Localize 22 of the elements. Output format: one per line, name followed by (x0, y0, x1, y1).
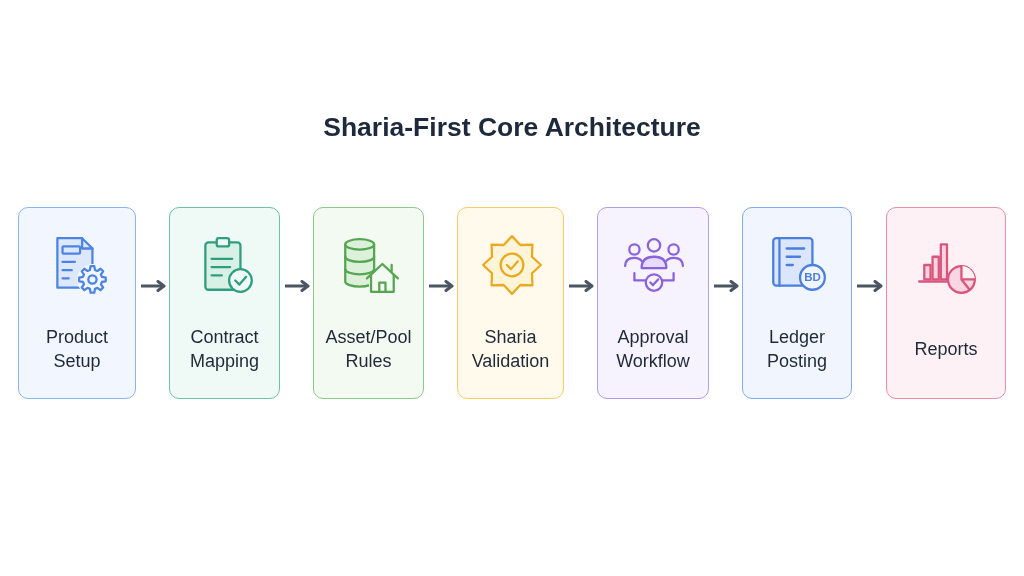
process-card (18, 207, 136, 399)
diagram-title: Sharia-First Core Architecture (323, 111, 701, 143)
step-label: Approval Workflow (615, 326, 691, 373)
process-card (313, 207, 424, 399)
process-card (886, 207, 1006, 399)
currency-code: BD (804, 270, 821, 284)
arrow (285, 280, 310, 292)
step-label: Reports (913, 338, 979, 361)
step-label: Product Setup (44, 326, 109, 373)
arrow (857, 280, 883, 292)
process-card (457, 207, 564, 399)
process-card (597, 207, 709, 399)
process-card (742, 207, 852, 399)
arrow (141, 280, 166, 292)
step-label: Asset/Pool Rules (324, 326, 413, 373)
step-label: Ledger Posting (765, 326, 828, 373)
arrow (429, 280, 454, 292)
step-label: Sharia Validation (470, 326, 551, 373)
process-card (169, 207, 280, 399)
step-label: Contract Mapping (188, 326, 260, 373)
arrow (714, 280, 739, 292)
arrow (569, 280, 594, 292)
